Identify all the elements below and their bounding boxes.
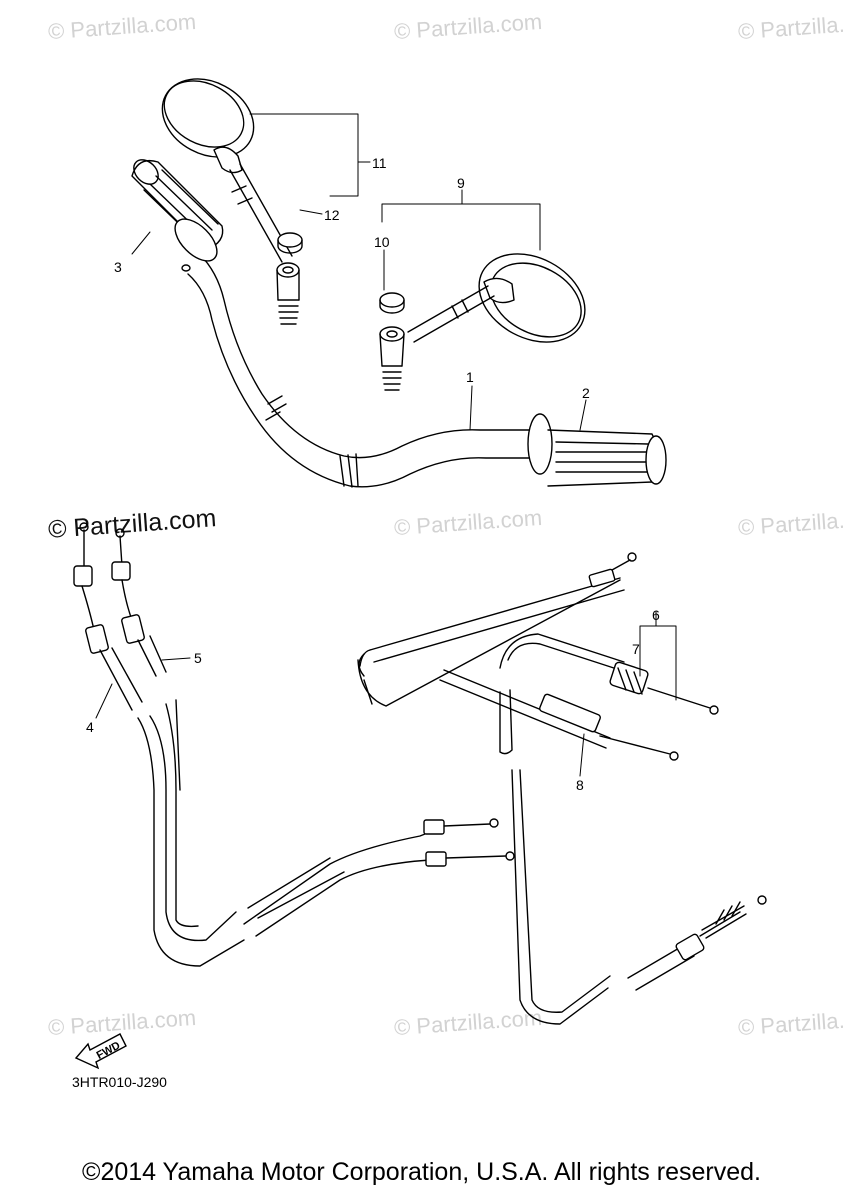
callout-12: 12	[324, 207, 340, 223]
fwd-label: FWD	[95, 1040, 123, 1062]
callout-10: 10	[374, 234, 390, 250]
callout-5: 5	[194, 650, 202, 666]
leader-lines	[95, 113, 677, 777]
callout-2: 2	[582, 385, 590, 401]
callout-9: 9	[457, 175, 465, 191]
handlebar	[179, 239, 541, 488]
callout-11: 11	[372, 155, 387, 171]
left-cables	[73, 522, 515, 967]
copyright-footer: ©2014 Yamaha Motor Corporation, U.S.A. A…	[82, 1158, 761, 1186]
mirror-cap	[379, 292, 405, 308]
left-mirror	[161, 78, 300, 325]
callout-6: 6	[652, 607, 660, 623]
left-grip	[131, 159, 224, 272]
fwd-arrow-icon: FWD	[74, 1030, 130, 1075]
right-cables	[357, 552, 767, 1025]
diagram-code: 3HTR010-J290	[72, 1074, 167, 1090]
callout-1: 1	[466, 369, 474, 385]
callout-8: 8	[576, 777, 584, 793]
callout-3: 3	[114, 259, 122, 275]
right-grip	[527, 413, 667, 487]
mirror-cap	[277, 232, 303, 248]
callout-7: 7	[632, 641, 640, 657]
right-mirror	[379, 253, 586, 391]
callout-4: 4	[86, 719, 94, 735]
